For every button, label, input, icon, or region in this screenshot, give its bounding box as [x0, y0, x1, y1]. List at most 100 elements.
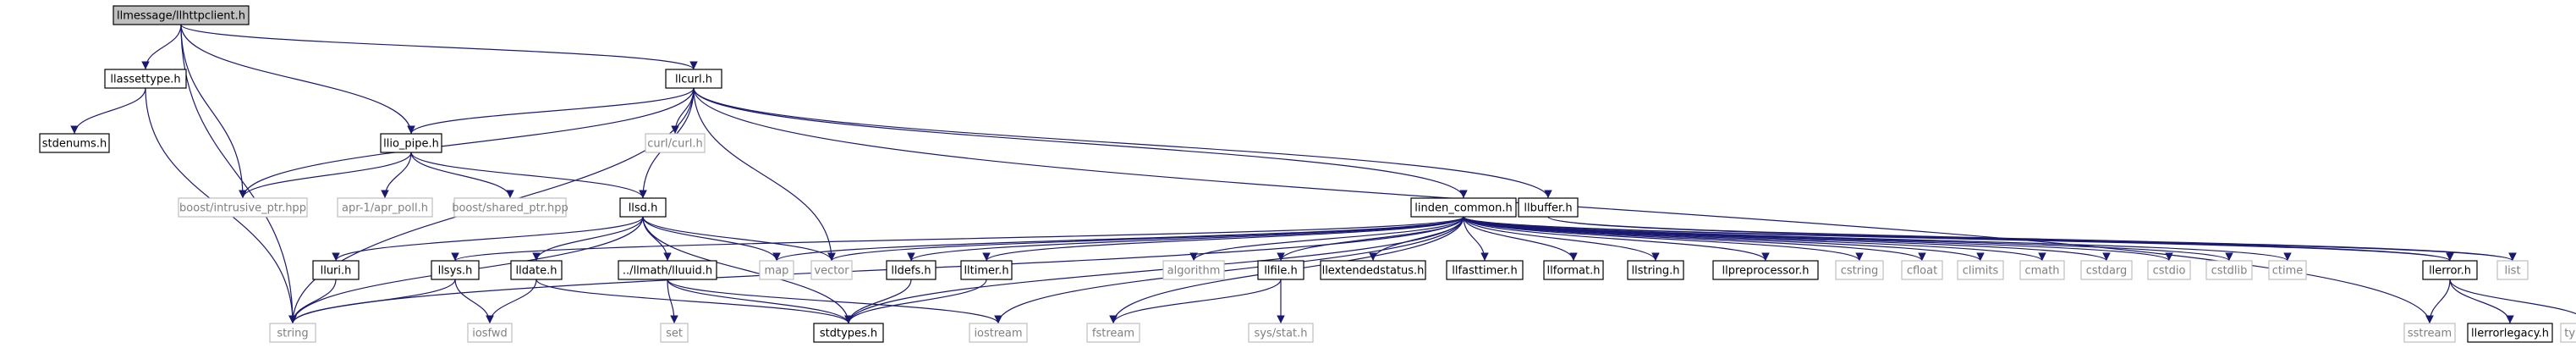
node-label-cstring: cstring — [1841, 265, 1878, 278]
node-box-lldate — [510, 260, 563, 280]
node-llstring[interactable]: llstring.h — [1627, 260, 1684, 280]
node-box-lldefs — [886, 260, 936, 280]
node-box-cstdarg — [2080, 260, 2133, 280]
node-typeinfo: typeinfo — [2560, 323, 2576, 343]
node-box-llfile — [1257, 260, 1304, 280]
node-label-lltimer: lltimer.h — [964, 265, 1008, 278]
node-label-llfile: llfile.h — [1264, 265, 1297, 278]
node-stdtypes[interactable]: stdtypes.h — [813, 323, 884, 343]
node-llsys[interactable]: llsys.h — [431, 260, 480, 280]
node-string: string — [269, 323, 316, 343]
node-intrusive: boost/intrusive_ptr.hpp — [178, 197, 308, 218]
edge-lluuid-to-stdtypes — [667, 279, 853, 324]
node-box-ctime — [2268, 260, 2307, 280]
node-label-shared_ptr: boost/shared_ptr.hpp — [452, 202, 568, 215]
edge-lltimer-to-stdtypes — [844, 279, 987, 324]
node-llcurl[interactable]: llcurl.h — [665, 69, 722, 89]
node-sysstat: sys/stat.h — [1248, 323, 1314, 343]
node-llerrorlegacy[interactable]: llerrorlegacy.h — [2467, 323, 2553, 343]
edge-lldefs-to-stdtypes — [844, 279, 912, 324]
edge-root-to-llio_pipe — [180, 24, 415, 135]
node-curlh: curl/curl.h — [645, 133, 706, 153]
edge-llinden_common-to-llfasttimer — [1463, 216, 1489, 262]
edge-llassettype-to-stdenums — [70, 87, 146, 135]
node-llextendedstatus[interactable]: llextendedstatus.h — [1320, 260, 1426, 280]
edge-lluuid-to-iostream — [667, 279, 1002, 324]
node-box-typeinfo — [2560, 323, 2576, 343]
node-label-ctime: ctime — [2272, 265, 2304, 278]
node-label-lldate: lldate.h — [516, 265, 557, 278]
node-label-set: set — [666, 328, 683, 340]
node-llfasttimer[interactable]: llfasttimer.h — [1446, 260, 1524, 280]
node-box-llextendedstatus — [1320, 260, 1426, 280]
node-box-list — [2496, 260, 2529, 280]
node-label-stdenums: stdenums.h — [42, 138, 107, 151]
node-algorithm: algorithm — [1162, 260, 1225, 280]
edge-llcurl-to-llio_pipe — [407, 87, 695, 135]
node-llformat[interactable]: llformat.h — [1543, 260, 1604, 280]
edge-llsys-to-string — [288, 279, 456, 324]
node-lluri[interactable]: lluri.h — [312, 260, 360, 280]
node-box-llcurl — [665, 69, 722, 89]
node-box-llfasttimer — [1446, 260, 1524, 280]
node-label-cstdlib: cstdlib — [2211, 265, 2248, 278]
node-lldate[interactable]: lldate.h — [510, 260, 563, 280]
node-llinden_common[interactable]: linden_common.h — [1410, 197, 1517, 218]
node-label-llbuffer: llbuffer.h — [1524, 202, 1572, 215]
node-llassettype[interactable]: llassettype.h — [104, 69, 187, 89]
node-box-iostream — [969, 323, 1028, 343]
node-label-iosfwd: iosfwd — [472, 328, 508, 340]
node-cstdarg: cstdarg — [2080, 260, 2133, 280]
edge-llio_pipe-to-intrusive — [239, 152, 412, 199]
node-box-shared_ptr — [453, 197, 567, 218]
node-llsd[interactable]: llsd.h — [619, 197, 667, 218]
node-llio_pipe[interactable]: llio_pipe.h — [380, 133, 442, 153]
edge-llcurl-to-intrusive — [239, 87, 695, 199]
node-box-root — [113, 5, 250, 25]
edge-llinden_common-to-map — [772, 216, 1464, 262]
node-label-cmath: cmath — [2024, 265, 2059, 278]
node-label-lldefs: lldefs.h — [891, 265, 931, 278]
edge-llsd-to-lluri — [332, 216, 644, 262]
edge-llinden_common-to-cstring — [1463, 216, 1864, 262]
edge-llsys-to-iosfwd — [454, 279, 494, 324]
node-label-llsd: llsd.h — [629, 202, 658, 215]
node-climits: climits — [1957, 260, 2004, 280]
node-box-llstring — [1627, 260, 1684, 280]
node-stdenums[interactable]: stdenums.h — [39, 133, 110, 153]
node-cfloat: cfloat — [1901, 260, 1943, 280]
node-label-list: list — [2504, 265, 2520, 278]
node-label-string: string — [277, 328, 308, 340]
node-cstdlib: cstdlib — [2205, 260, 2253, 280]
edge-llsd-to-lluuid — [642, 216, 672, 262]
node-llbuffer[interactable]: llbuffer.h — [1518, 197, 1579, 218]
node-root[interactable]: llmessage/llhttpclient.h — [113, 5, 250, 25]
node-box-cstring — [1835, 260, 1884, 280]
edge-llerror-to-llerrorlegacy — [2449, 279, 2514, 324]
node-box-apr_poll — [337, 197, 433, 218]
node-box-llformat — [1543, 260, 1604, 280]
node-llerror[interactable]: llerror.h — [2422, 260, 2478, 280]
node-label-llerrorlegacy: llerrorlegacy.h — [2471, 328, 2549, 340]
node-label-llsys: llsys.h — [438, 265, 473, 278]
node-box-cstdlib — [2205, 260, 2253, 280]
node-apr_poll: apr-1/apr_poll.h — [337, 197, 433, 218]
node-list: list — [2496, 260, 2529, 280]
node-llpreprocessor[interactable]: llpreprocessor.h — [1712, 260, 1819, 280]
node-lldefs[interactable]: lldefs.h — [886, 260, 936, 280]
node-box-lluuid — [618, 260, 717, 280]
node-box-stdtypes — [813, 323, 884, 343]
node-label-curlh: curl/curl.h — [647, 138, 702, 151]
node-llfile[interactable]: llfile.h — [1257, 260, 1304, 280]
node-label-llfasttimer: llfasttimer.h — [1452, 265, 1518, 278]
node-lltimer[interactable]: lltimer.h — [960, 260, 1013, 280]
node-label-cstdio: cstdio — [2153, 265, 2186, 278]
node-label-algorithm: algorithm — [1167, 265, 1221, 278]
node-box-stdenums — [39, 133, 110, 153]
node-box-map — [759, 260, 794, 280]
edge-llcurl-to-llbuffer — [693, 87, 1552, 199]
node-cstring: cstring — [1835, 260, 1884, 280]
node-box-set — [660, 323, 689, 343]
node-lluuid[interactable]: ../llmath/lluuid.h — [618, 260, 717, 280]
